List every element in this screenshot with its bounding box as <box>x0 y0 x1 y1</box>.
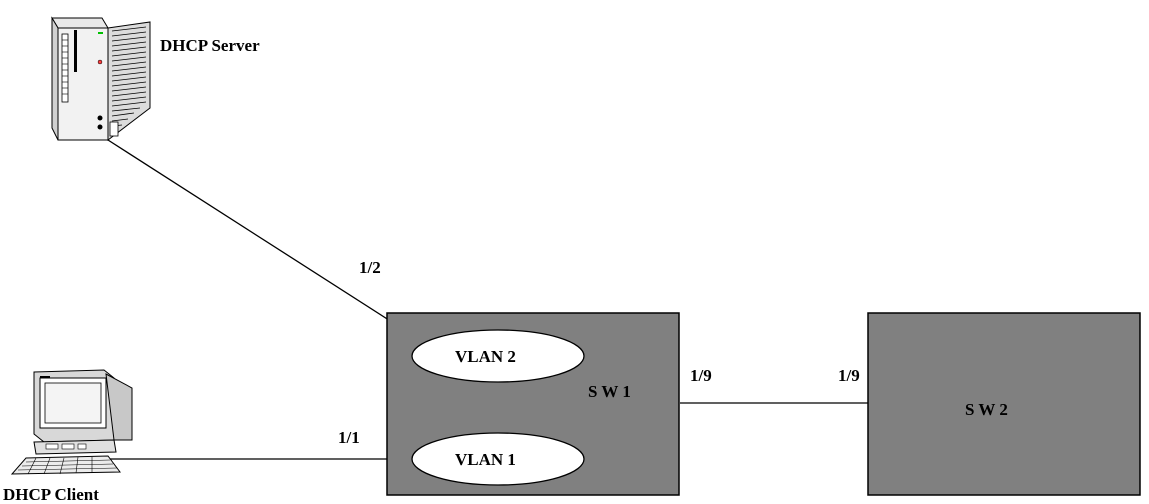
desktop-computer-icon <box>10 369 133 475</box>
vlan2-ellipse: VLAN 2 <box>411 329 585 383</box>
port-label-client: 1/1 <box>338 428 360 447</box>
sw2-label: S W 2 <box>965 400 1008 419</box>
port-label-sw1-uplink: 1/9 <box>690 366 712 385</box>
vlan2-label: VLAN 2 <box>455 347 516 366</box>
server-label: DHCP Server <box>160 36 260 55</box>
sw1-label: S W 1 <box>588 382 631 401</box>
server-tower-icon <box>51 16 151 142</box>
server-sw1-link <box>107 139 421 341</box>
port-label-sw2-uplink: 1/9 <box>838 366 860 385</box>
vlan1-label: VLAN 1 <box>455 450 516 469</box>
switch-sw2: S W 2 <box>867 312 1141 496</box>
port-label-server: 1/2 <box>359 258 381 277</box>
vlan1-ellipse: VLAN 1 <box>411 432 585 486</box>
client-label: DHCP Client <box>3 485 99 504</box>
